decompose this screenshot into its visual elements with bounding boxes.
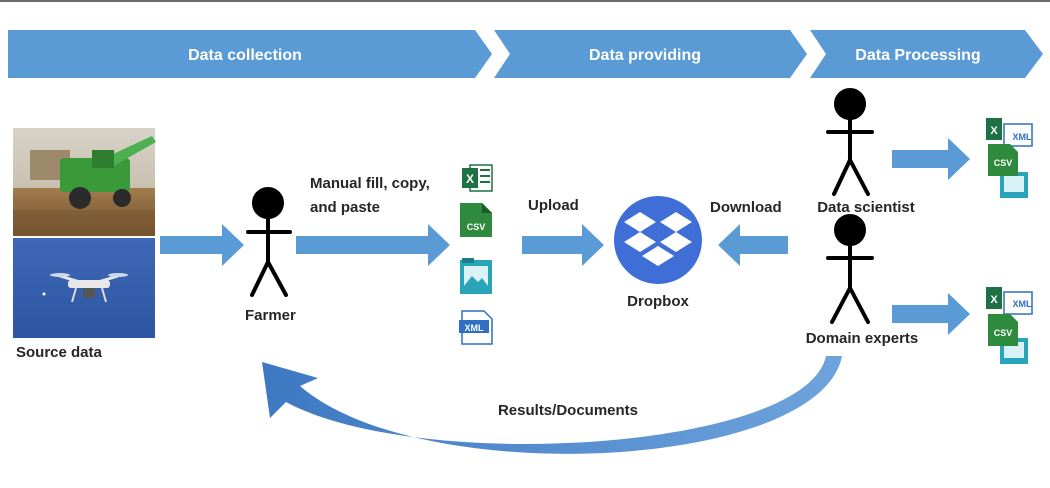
svg-text:XML: XML: [465, 323, 485, 333]
top-border: [0, 0, 1050, 2]
svg-text:X: X: [990, 125, 998, 137]
phase-banner-data-collection: Data collection: [8, 30, 492, 78]
arrow-source-to-farmer: [160, 224, 244, 266]
drone-photo: [13, 238, 155, 338]
svg-text:X: X: [990, 294, 998, 306]
svg-text:Data Processing: Data Processing: [855, 47, 980, 64]
svg-text:XML: XML: [1013, 132, 1033, 142]
svg-text:X: X: [466, 172, 474, 186]
results-documents-label: Results/Documents: [498, 402, 638, 419]
harvester-photo: [13, 128, 156, 236]
farmer-figure: [246, 187, 292, 297]
upload-label: Upload: [528, 197, 579, 214]
phase-banner-data-providing: Data providing: [494, 30, 807, 78]
dropbox-label: Dropbox: [627, 293, 689, 310]
phase-banner-data-processing: Data Processing: [810, 30, 1043, 78]
svg-text:Data providing: Data providing: [589, 47, 701, 64]
data-scientist-label: Data scientist: [817, 199, 915, 216]
csv-file-icon: CSV: [460, 203, 492, 237]
domain-experts-label: Domain experts: [806, 330, 919, 347]
arrow-scientist-to-files: [892, 138, 970, 180]
download-label: Download: [710, 199, 782, 216]
svg-text:CSV: CSV: [994, 158, 1013, 168]
svg-text:XML: XML: [1013, 299, 1033, 309]
output-files-scientist: XML X CSV: [986, 118, 1033, 198]
dropbox-icon: [614, 196, 702, 284]
farmer-label: Farmer: [245, 307, 296, 324]
manual-fill-label-line2: and paste: [310, 199, 380, 216]
svg-text:Data collection: Data collection: [188, 47, 302, 64]
image-file-icon: [460, 258, 492, 294]
feedback-curved-arrow: [262, 356, 842, 454]
svg-text:CSV: CSV: [467, 222, 486, 232]
domain-experts-figure: [826, 214, 874, 324]
arrow-upload: [522, 224, 604, 266]
manual-fill-label-line1: Manual fill, copy,: [310, 175, 430, 192]
svg-text:CSV: CSV: [994, 328, 1013, 338]
xml-file-icon: XML: [459, 310, 493, 345]
output-files-experts: XML X CSV: [986, 287, 1033, 364]
arrow-download: [718, 224, 788, 266]
data-scientist-figure: [826, 88, 874, 196]
arrow-farmer-to-files: [296, 224, 450, 266]
source-data-label: Source data: [16, 344, 103, 361]
excel-file-icon: X: [462, 164, 493, 192]
arrow-experts-to-files: [892, 293, 970, 335]
